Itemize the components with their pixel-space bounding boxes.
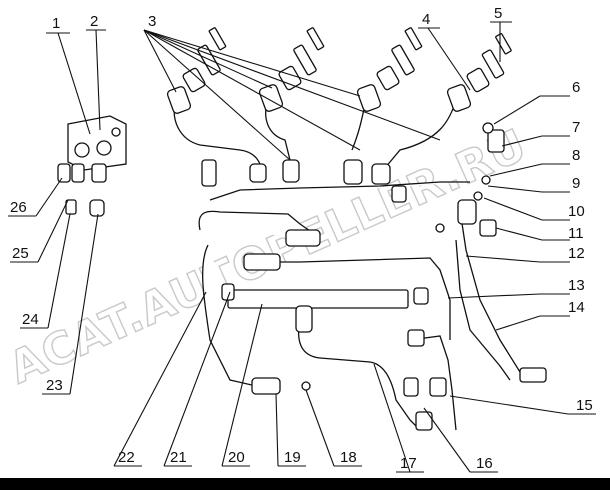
leader-lines [8,21,596,473]
callout-3: 3 [148,13,156,30]
callout-14: 14 [568,299,585,316]
bottom-black-bar [0,478,610,490]
callout-23: 23 [46,377,63,394]
callout-26: 26 [10,199,27,216]
callout-10: 10 [568,203,585,220]
callout-numbers: 1 2 3 4 5 6 7 8 9 10 11 12 13 14 15 16 1… [10,5,593,472]
callout-2: 2 [90,13,98,30]
callout-20: 20 [228,449,245,466]
fuel-pipe-assembly [198,122,547,431]
callout-1: 1 [52,15,60,32]
callout-6: 6 [572,79,580,96]
banjo-fittings [201,159,407,203]
callout-22: 22 [118,449,135,466]
callout-16: 16 [476,455,493,472]
callout-4: 4 [422,11,430,28]
callout-24: 24 [22,311,39,328]
exploded-parts-diagram: ACAT.AUTOPELLER.RU [1,5,596,473]
callout-8: 8 [572,147,580,164]
callout-13: 13 [568,277,585,294]
callout-9: 9 [572,175,580,192]
callout-18: 18 [340,449,357,466]
banjo-bolts-left [57,163,107,217]
callout-17: 17 [400,455,417,472]
callout-15: 15 [576,397,593,414]
callout-19: 19 [284,449,301,466]
callout-25: 25 [12,245,29,262]
callout-7: 7 [572,119,580,136]
callout-11: 11 [568,225,584,242]
callout-12: 12 [568,245,585,262]
callout-5: 5 [494,5,502,22]
callout-21: 21 [170,449,187,466]
filter-head-block [67,115,127,171]
